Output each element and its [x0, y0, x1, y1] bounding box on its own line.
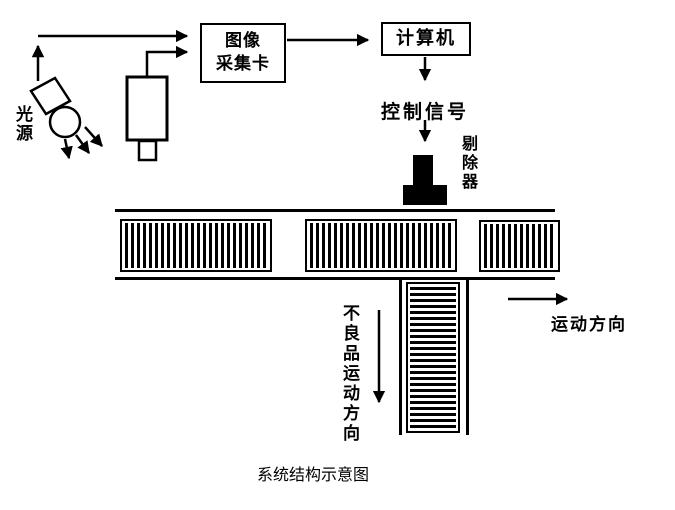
- conveyor-top-line: [115, 209, 555, 212]
- diagram-caption: 系统结构示意图: [257, 465, 370, 484]
- light-to-card-arrow: [31, 29, 189, 81]
- camera-to-card-arrow: [145, 45, 189, 77]
- camera-icon: [125, 75, 169, 162]
- light-rays-arrows: [60, 126, 103, 160]
- capture-card-label: 图像 采集卡: [216, 31, 270, 74]
- light-source-label: 光 源: [16, 105, 33, 144]
- motion-direction-label: 运动方向: [551, 315, 627, 335]
- conveyor-crate-1: [120, 219, 272, 272]
- branch-conveyor-left-line: [399, 280, 402, 435]
- computer-box: 计算机: [381, 22, 471, 56]
- branch-conveyor-crate: [406, 282, 460, 433]
- rejector-label: 剔 除 器: [462, 134, 479, 191]
- defective-motion-label: 不 良 品 运 动 方 向: [343, 304, 360, 444]
- light-source-icon: [29, 76, 82, 139]
- capture-card-box: 图像 采集卡: [200, 23, 286, 83]
- computer-label: 计算机: [396, 28, 456, 49]
- branch-conveyor-right-line: [466, 280, 469, 435]
- rejector-plunger-icon: [403, 155, 447, 205]
- control-signal-label: 控制信号: [381, 101, 470, 123]
- conveyor-bottom-line: [115, 277, 555, 280]
- conveyor-crate-2: [305, 219, 457, 272]
- conveyor-crate-3: [479, 220, 560, 272]
